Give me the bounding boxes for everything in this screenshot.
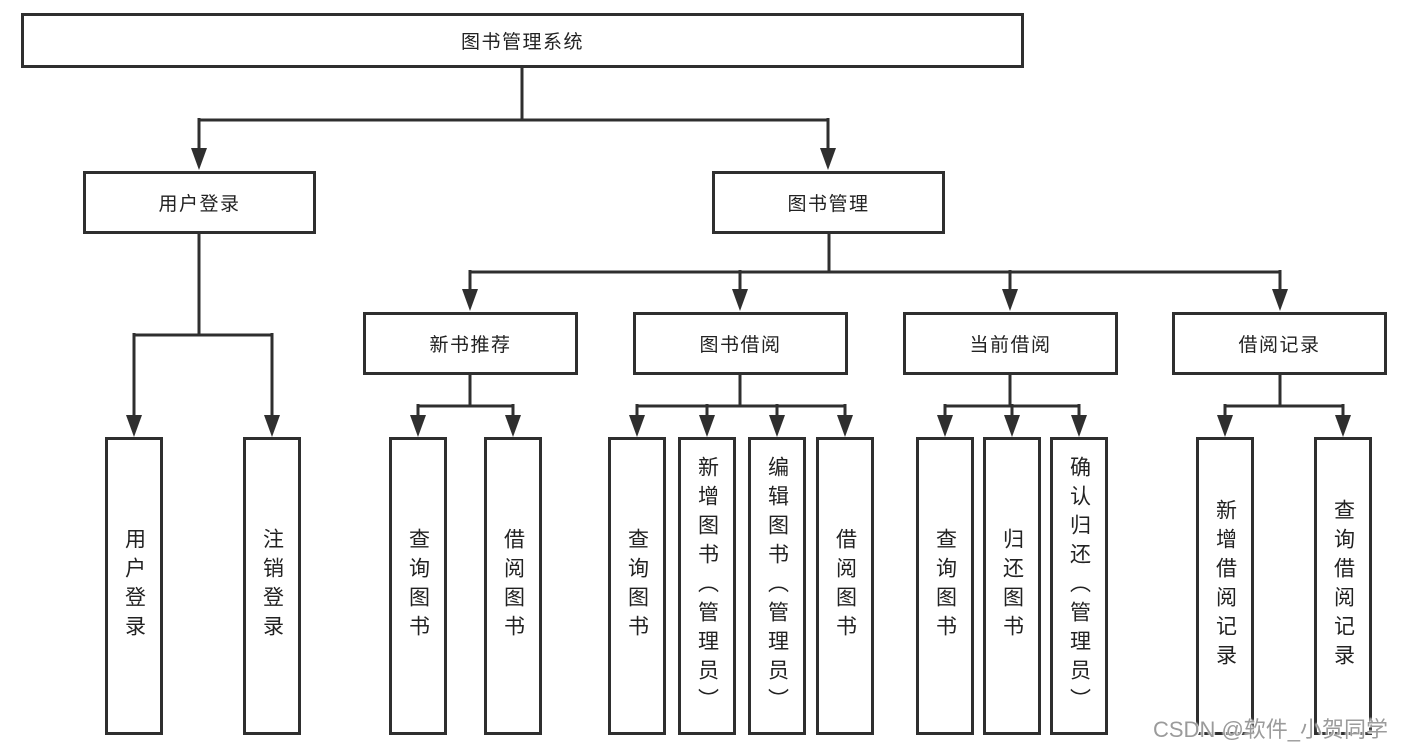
leaf-add-borrow-record-label: 新增借阅记录 bbox=[1213, 499, 1237, 673]
node-current-borrowing-label: 当前借阅 bbox=[969, 335, 1052, 356]
arrow-down-icon bbox=[769, 415, 785, 437]
leaf-add-book-admin: 新增图书（管理员） bbox=[678, 437, 736, 735]
leaf-query-books-borrowing-label: 查询图书 bbox=[625, 528, 649, 644]
leaf-edit-book-admin-label: 编辑图书（管理员） bbox=[765, 455, 789, 717]
node-current-borrowing: 当前借阅 bbox=[903, 312, 1118, 375]
arrow-down-icon bbox=[732, 289, 748, 311]
leaf-add-book-admin-label: 新增图书（管理员） bbox=[695, 455, 719, 717]
node-borrowing-records: 借阅记录 bbox=[1172, 312, 1387, 375]
node-book-borrowing: 图书借阅 bbox=[633, 312, 848, 375]
leaf-query-books-recommend: 查询图书 bbox=[389, 437, 447, 735]
leaf-add-borrow-record: 新增借阅记录 bbox=[1196, 437, 1254, 735]
leaf-edit-book-admin: 编辑图书（管理员） bbox=[748, 437, 806, 735]
node-book-management: 图书管理 bbox=[712, 171, 945, 234]
arrow-down-icon bbox=[505, 415, 521, 437]
csdn-watermark: CSDN @软件_小贺同学 bbox=[1153, 717, 1389, 742]
leaf-query-borrow-record: 查询借阅记录 bbox=[1314, 437, 1372, 735]
arrow-down-icon bbox=[937, 415, 953, 437]
node-borrowing-records-label: 借阅记录 bbox=[1238, 335, 1321, 356]
leaf-logout: 注销登录 bbox=[243, 437, 301, 735]
leaf-query-books-borrowing: 查询图书 bbox=[608, 437, 666, 735]
node-new-book-recommendation: 新书推荐 bbox=[363, 312, 578, 375]
leaf-return-books-label: 归还图书 bbox=[1000, 528, 1024, 644]
leaf-borrow-books-recommend-label: 借阅图书 bbox=[501, 528, 525, 644]
node-book-management-label: 图书管理 bbox=[787, 194, 870, 215]
node-library-system-label: 图书管理系统 bbox=[460, 32, 584, 53]
arrow-down-icon bbox=[1071, 415, 1087, 437]
node-new-book-recommendation-label: 新书推荐 bbox=[429, 335, 512, 356]
arrow-down-icon bbox=[1002, 289, 1018, 311]
leaf-user-login-label: 用户登录 bbox=[122, 528, 146, 644]
arrow-down-icon bbox=[837, 415, 853, 437]
arrow-down-icon bbox=[126, 415, 142, 437]
leaf-borrow-books-borrowing: 借阅图书 bbox=[816, 437, 874, 735]
node-user-login: 用户登录 bbox=[83, 171, 316, 234]
node-user-login-label: 用户登录 bbox=[158, 194, 241, 215]
arrow-down-icon bbox=[462, 289, 478, 311]
arrow-down-icon bbox=[699, 415, 715, 437]
arrow-down-icon bbox=[1335, 415, 1351, 437]
leaf-query-books-current-label: 查询图书 bbox=[933, 528, 957, 644]
leaf-query-books-recommend-label: 查询图书 bbox=[406, 528, 430, 644]
node-book-borrowing-label: 图书借阅 bbox=[699, 335, 782, 356]
leaf-user-login: 用户登录 bbox=[105, 437, 163, 735]
leaf-query-borrow-record-label: 查询借阅记录 bbox=[1331, 499, 1355, 673]
leaf-borrow-books-borrowing-label: 借阅图书 bbox=[833, 528, 857, 644]
leaf-borrow-books-recommend: 借阅图书 bbox=[484, 437, 542, 735]
leaf-confirm-return-admin-label: 确认归还（管理员） bbox=[1067, 455, 1091, 717]
arrow-down-icon bbox=[1004, 415, 1020, 437]
arrow-down-icon bbox=[191, 148, 207, 170]
arrow-down-icon bbox=[629, 415, 645, 437]
arrow-down-icon bbox=[1272, 289, 1288, 311]
arrow-down-icon bbox=[820, 148, 836, 170]
leaf-confirm-return-admin: 确认归还（管理员） bbox=[1050, 437, 1108, 735]
leaf-logout-label: 注销登录 bbox=[260, 528, 284, 644]
leaf-query-books-current: 查询图书 bbox=[916, 437, 974, 735]
node-library-system: 图书管理系统 bbox=[21, 13, 1024, 68]
arrow-down-icon bbox=[264, 415, 280, 437]
arrow-down-icon bbox=[410, 415, 426, 437]
arrow-down-icon bbox=[1217, 415, 1233, 437]
leaf-return-books: 归还图书 bbox=[983, 437, 1041, 735]
